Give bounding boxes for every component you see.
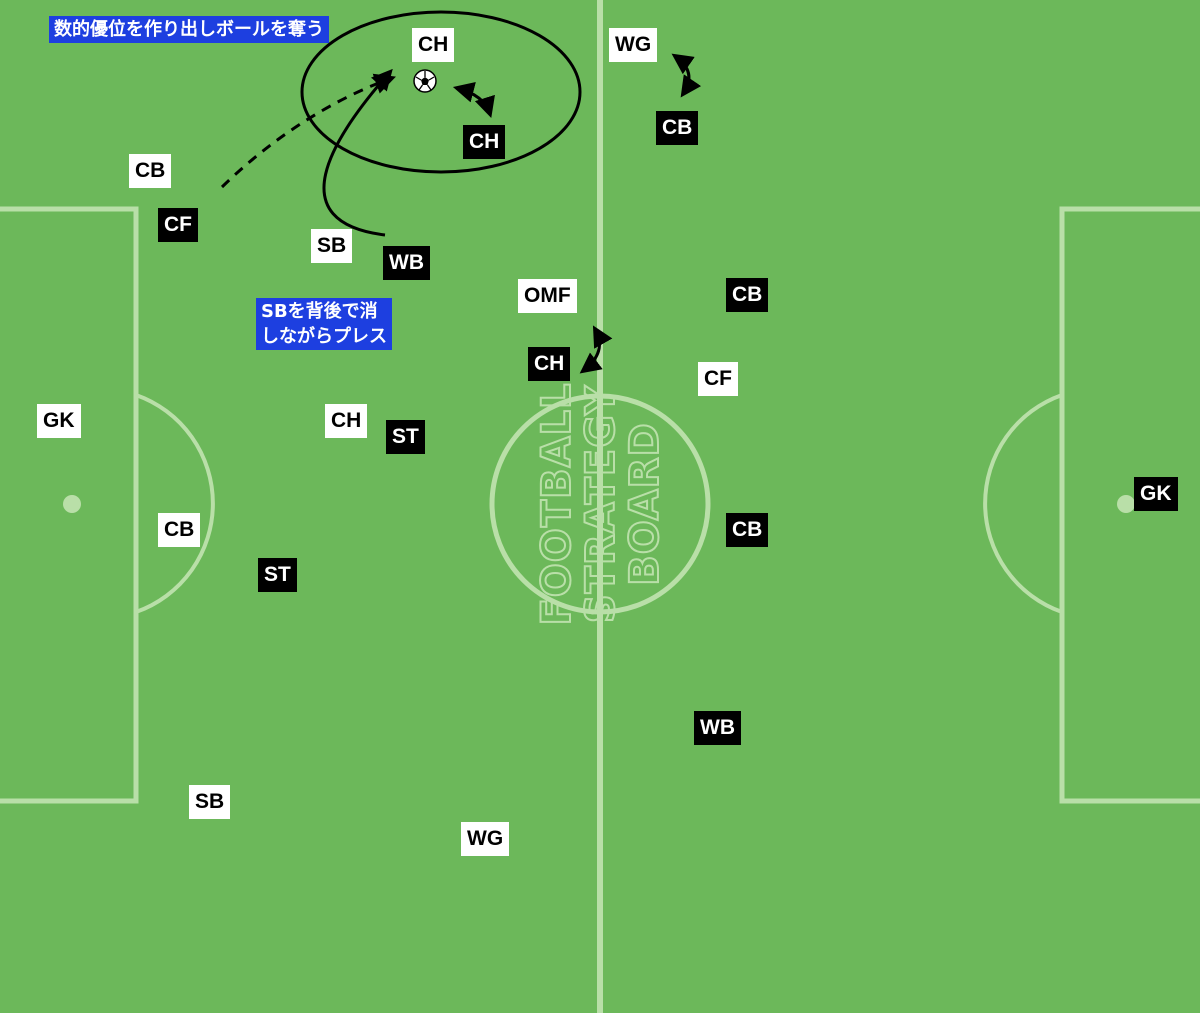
player-tag-white-omf[interactable]: OMF — [518, 279, 577, 313]
callout-press-sb: SBを背後で消 しながらプレス — [256, 298, 392, 350]
player-tag-white-cb-left-top[interactable]: CB — [129, 154, 172, 188]
player-tag-white-ch-top[interactable]: CH — [412, 28, 455, 62]
player-tag-white-sb-lower[interactable]: SB — [189, 785, 231, 819]
player-tag-black-ch-ball[interactable]: CH — [463, 125, 506, 159]
watermark-logo: FOOTBALL STRATEGY BOARD — [533, 381, 669, 626]
right-penalty-spot — [1117, 495, 1135, 513]
player-tag-black-cb-mid-lower[interactable]: CB — [726, 513, 769, 547]
wg-double-arrow — [671, 53, 702, 98]
player-tag-white-wg-bottom[interactable]: WG — [461, 822, 510, 856]
left-penalty-spot — [63, 495, 81, 513]
soccer-ball-icon — [413, 69, 437, 93]
player-tag-white-ch-mid[interactable]: CH — [325, 404, 368, 438]
right-penalty-arc — [983, 393, 1063, 614]
halfway-line — [597, 0, 603, 1013]
player-tag-black-cb-top[interactable]: CB — [656, 111, 699, 145]
pressing-zone-ellipse — [300, 10, 582, 174]
watermark-line-1: FOOTBALL — [534, 382, 580, 625]
player-tag-white-sb-upper[interactable]: SB — [311, 229, 353, 263]
watermark-line-2: STRATEGY — [578, 385, 624, 623]
player-tag-black-st-upper[interactable]: ST — [386, 420, 425, 454]
dashed-run-arrow — [220, 73, 396, 189]
player-tag-white-cb-left-bottom[interactable]: CB — [158, 513, 201, 547]
ch-double-arrow — [452, 82, 495, 119]
center-ch-double-arrow — [579, 325, 613, 374]
player-tag-black-st-lower[interactable]: ST — [258, 558, 297, 592]
callout-outnumber: 数的優位を作り出しボールを奪う — [49, 16, 329, 43]
player-tag-black-cf-left[interactable]: CF — [158, 208, 198, 242]
player-tag-white-gk-left[interactable]: GK — [37, 404, 81, 438]
wb-curved-run-arrow — [322, 68, 393, 237]
left-penalty-area — [0, 206, 139, 804]
center-circle — [489, 393, 711, 615]
player-tag-black-wb-lower[interactable]: WB — [694, 711, 741, 745]
player-tag-black-wb-upper[interactable]: WB — [383, 246, 430, 280]
player-tag-white-cf-right[interactable]: CF — [698, 362, 738, 396]
player-tag-black-gk-right[interactable]: GK — [1134, 477, 1178, 511]
player-tag-white-wg-top[interactable]: WG — [609, 28, 658, 62]
player-tag-black-cb-mid-upper[interactable]: CB — [726, 278, 769, 312]
right-penalty-area — [1059, 206, 1200, 804]
left-penalty-arc — [135, 393, 215, 614]
player-tag-black-ch-center[interactable]: CH — [528, 347, 571, 381]
watermark-line-3: BOARD — [622, 422, 668, 585]
